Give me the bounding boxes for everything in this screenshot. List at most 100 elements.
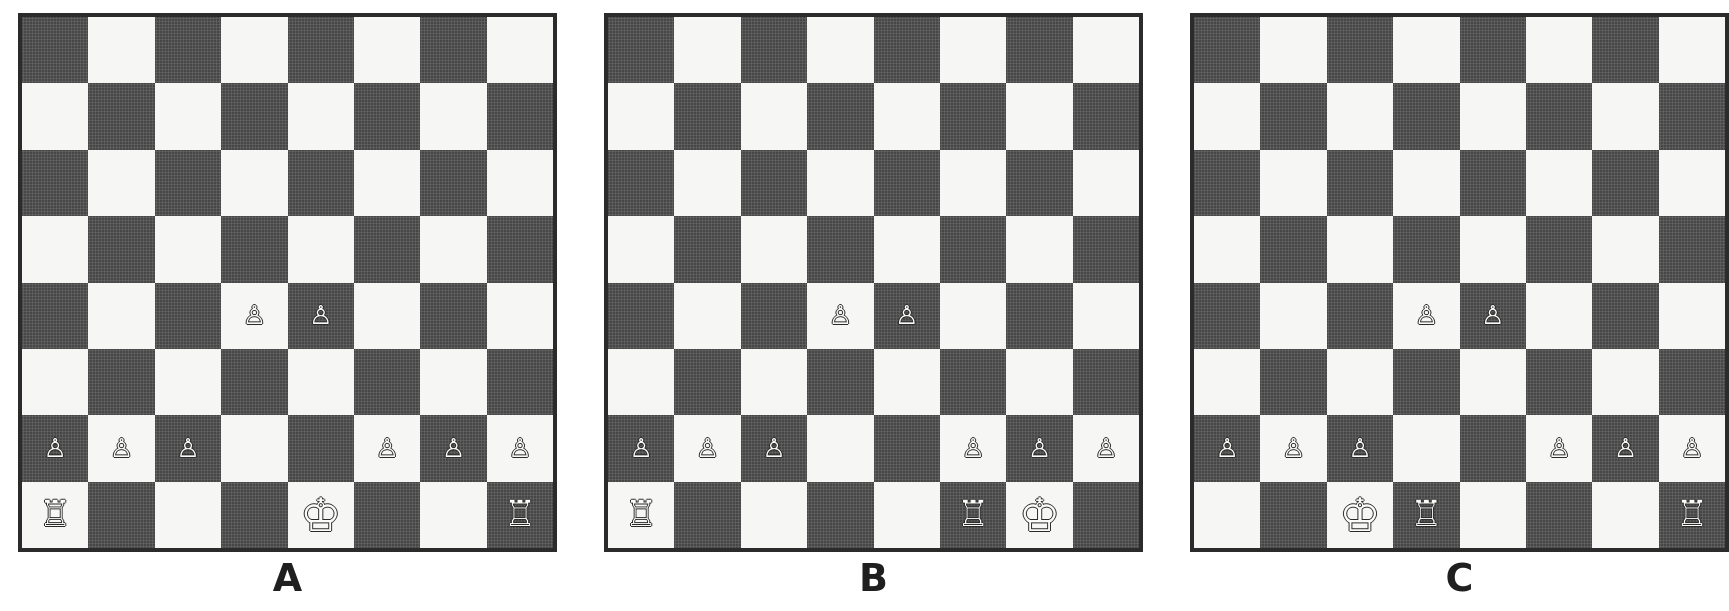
square-a5 — [1194, 216, 1260, 282]
square-g3 — [1592, 349, 1658, 415]
square-f6 — [354, 150, 420, 216]
square-g2 — [1006, 415, 1072, 481]
square-g7 — [1592, 83, 1658, 149]
square-d1 — [1393, 482, 1459, 548]
square-a4 — [1194, 283, 1260, 349]
square-d2 — [807, 415, 873, 481]
square-h3 — [1659, 349, 1725, 415]
square-e5 — [288, 216, 354, 282]
square-h2 — [1659, 415, 1725, 481]
square-a3 — [1194, 349, 1260, 415]
square-c2 — [1327, 415, 1393, 481]
square-d5 — [221, 216, 287, 282]
square-g4 — [420, 283, 486, 349]
square-h1 — [1659, 482, 1725, 548]
square-e1 — [1460, 482, 1526, 548]
square-b8 — [88, 17, 154, 83]
square-f4 — [354, 283, 420, 349]
square-c5 — [1327, 216, 1393, 282]
square-e3 — [288, 349, 354, 415]
square-h4 — [487, 283, 553, 349]
square-h8 — [1659, 17, 1725, 83]
square-h2 — [487, 415, 553, 481]
square-b2 — [674, 415, 740, 481]
square-c4 — [155, 283, 221, 349]
square-e2 — [288, 415, 354, 481]
square-g3 — [420, 349, 486, 415]
square-f5 — [1526, 216, 1592, 282]
square-b2 — [1260, 415, 1326, 481]
square-e4 — [874, 283, 940, 349]
chess-board: ♙♙♙♙♙♙♙♙♖♔♖ — [18, 13, 557, 552]
square-g4 — [1592, 283, 1658, 349]
square-b7 — [674, 83, 740, 149]
square-g2 — [1592, 415, 1658, 481]
square-d1 — [807, 482, 873, 548]
square-f6 — [940, 150, 1006, 216]
square-h7 — [487, 83, 553, 149]
square-f5 — [354, 216, 420, 282]
square-a1 — [1194, 482, 1260, 548]
square-d7 — [807, 83, 873, 149]
square-a5 — [608, 216, 674, 282]
square-a8 — [1194, 17, 1260, 83]
square-b7 — [1260, 83, 1326, 149]
square-d6 — [807, 150, 873, 216]
square-c1 — [1327, 482, 1393, 548]
square-b7 — [88, 83, 154, 149]
square-e8 — [874, 17, 940, 83]
square-a1 — [22, 482, 88, 548]
square-a1 — [608, 482, 674, 548]
square-a6 — [22, 150, 88, 216]
square-c4 — [741, 283, 807, 349]
square-d2 — [221, 415, 287, 481]
square-b5 — [88, 216, 154, 282]
square-f7 — [354, 83, 420, 149]
square-g3 — [1006, 349, 1072, 415]
square-c2 — [741, 415, 807, 481]
square-f7 — [940, 83, 1006, 149]
square-e1 — [874, 482, 940, 548]
square-g5 — [420, 216, 486, 282]
square-c6 — [1327, 150, 1393, 216]
square-g7 — [420, 83, 486, 149]
square-f8 — [1526, 17, 1592, 83]
square-a3 — [22, 349, 88, 415]
square-d8 — [1393, 17, 1459, 83]
square-g8 — [1592, 17, 1658, 83]
board-label: C — [1190, 556, 1729, 602]
square-g1 — [1006, 482, 1072, 548]
square-c4 — [1327, 283, 1393, 349]
square-h6 — [487, 150, 553, 216]
square-a4 — [22, 283, 88, 349]
square-f3 — [1526, 349, 1592, 415]
square-g6 — [1592, 150, 1658, 216]
square-e7 — [1460, 83, 1526, 149]
square-d3 — [1393, 349, 1459, 415]
square-e4 — [288, 283, 354, 349]
square-e5 — [874, 216, 940, 282]
square-d4 — [221, 283, 287, 349]
square-b3 — [88, 349, 154, 415]
square-f3 — [354, 349, 420, 415]
square-c1 — [741, 482, 807, 548]
square-f4 — [940, 283, 1006, 349]
square-h7 — [1659, 83, 1725, 149]
square-f8 — [354, 17, 420, 83]
square-h8 — [487, 17, 553, 83]
square-a4 — [608, 283, 674, 349]
square-g5 — [1006, 216, 1072, 282]
square-c6 — [741, 150, 807, 216]
square-d7 — [1393, 83, 1459, 149]
square-h4 — [1659, 283, 1725, 349]
square-b6 — [674, 150, 740, 216]
square-b1 — [1260, 482, 1326, 548]
board-label: B — [604, 556, 1143, 602]
square-a6 — [608, 150, 674, 216]
square-a7 — [608, 83, 674, 149]
square-f1 — [354, 482, 420, 548]
square-e8 — [1460, 17, 1526, 83]
square-c7 — [741, 83, 807, 149]
square-e3 — [1460, 349, 1526, 415]
square-c2 — [155, 415, 221, 481]
